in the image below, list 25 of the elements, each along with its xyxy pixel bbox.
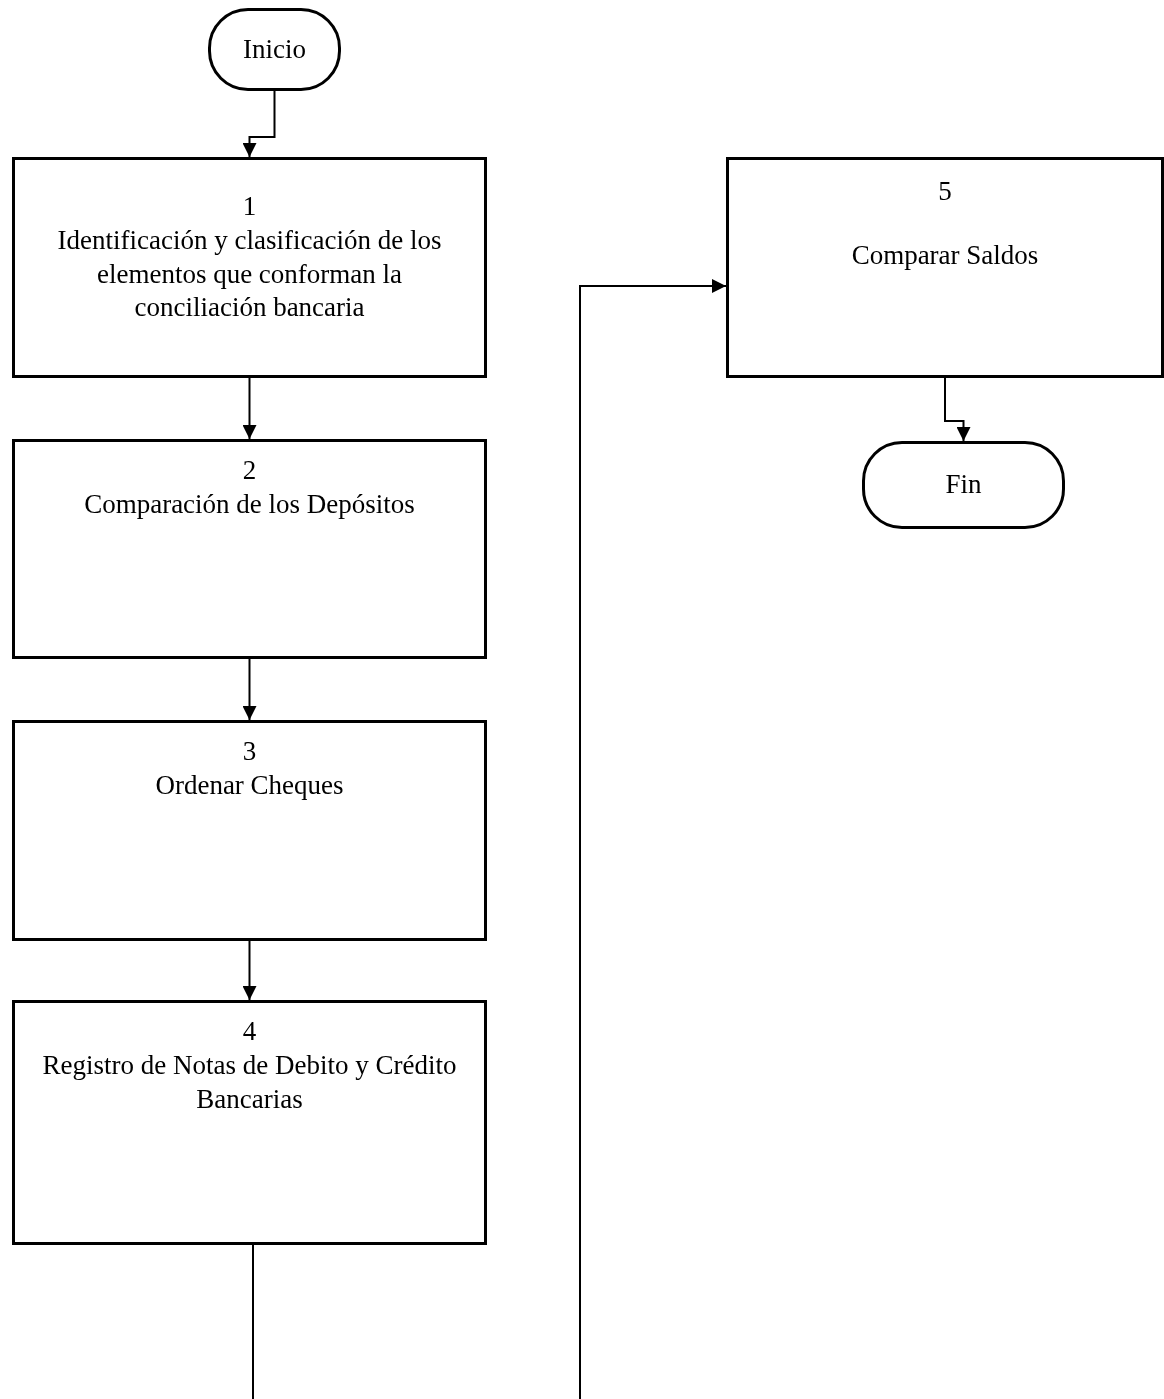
- arrow: [242, 940, 257, 1001]
- step-label: Ordenar Cheques: [155, 768, 344, 802]
- step-number: 3: [242, 735, 257, 768]
- step-label: Inicio: [243, 32, 306, 66]
- arrow: [242, 658, 257, 721]
- arrow: [242, 377, 257, 440]
- process-box: [12, 157, 487, 378]
- process-box: [726, 157, 1164, 378]
- process-box: [12, 720, 487, 941]
- step-label: Identificación y clasificación de los elementos que conforman la conciliación bancaria: [56, 223, 443, 325]
- step-label: Registro de Notas de Debito y Crédito Bancarias: [41, 1048, 458, 1116]
- terminator-shape: [862, 441, 1065, 529]
- step-label: Comparación de los Depósitos: [84, 487, 415, 521]
- step-number: 2: [242, 454, 257, 487]
- step-label: Comparar Saldos: [851, 238, 1039, 272]
- process-box: [12, 1000, 487, 1245]
- arrow: [242, 90, 276, 158]
- step-label: Fin: [945, 468, 982, 502]
- arrow: [944, 377, 971, 442]
- step-number: 4: [242, 1015, 257, 1048]
- arrow: [579, 279, 727, 1399]
- connector-line: [252, 1244, 254, 1399]
- process-box: [12, 439, 487, 659]
- step-number: 5: [938, 175, 952, 208]
- step-number: 1: [242, 190, 257, 223]
